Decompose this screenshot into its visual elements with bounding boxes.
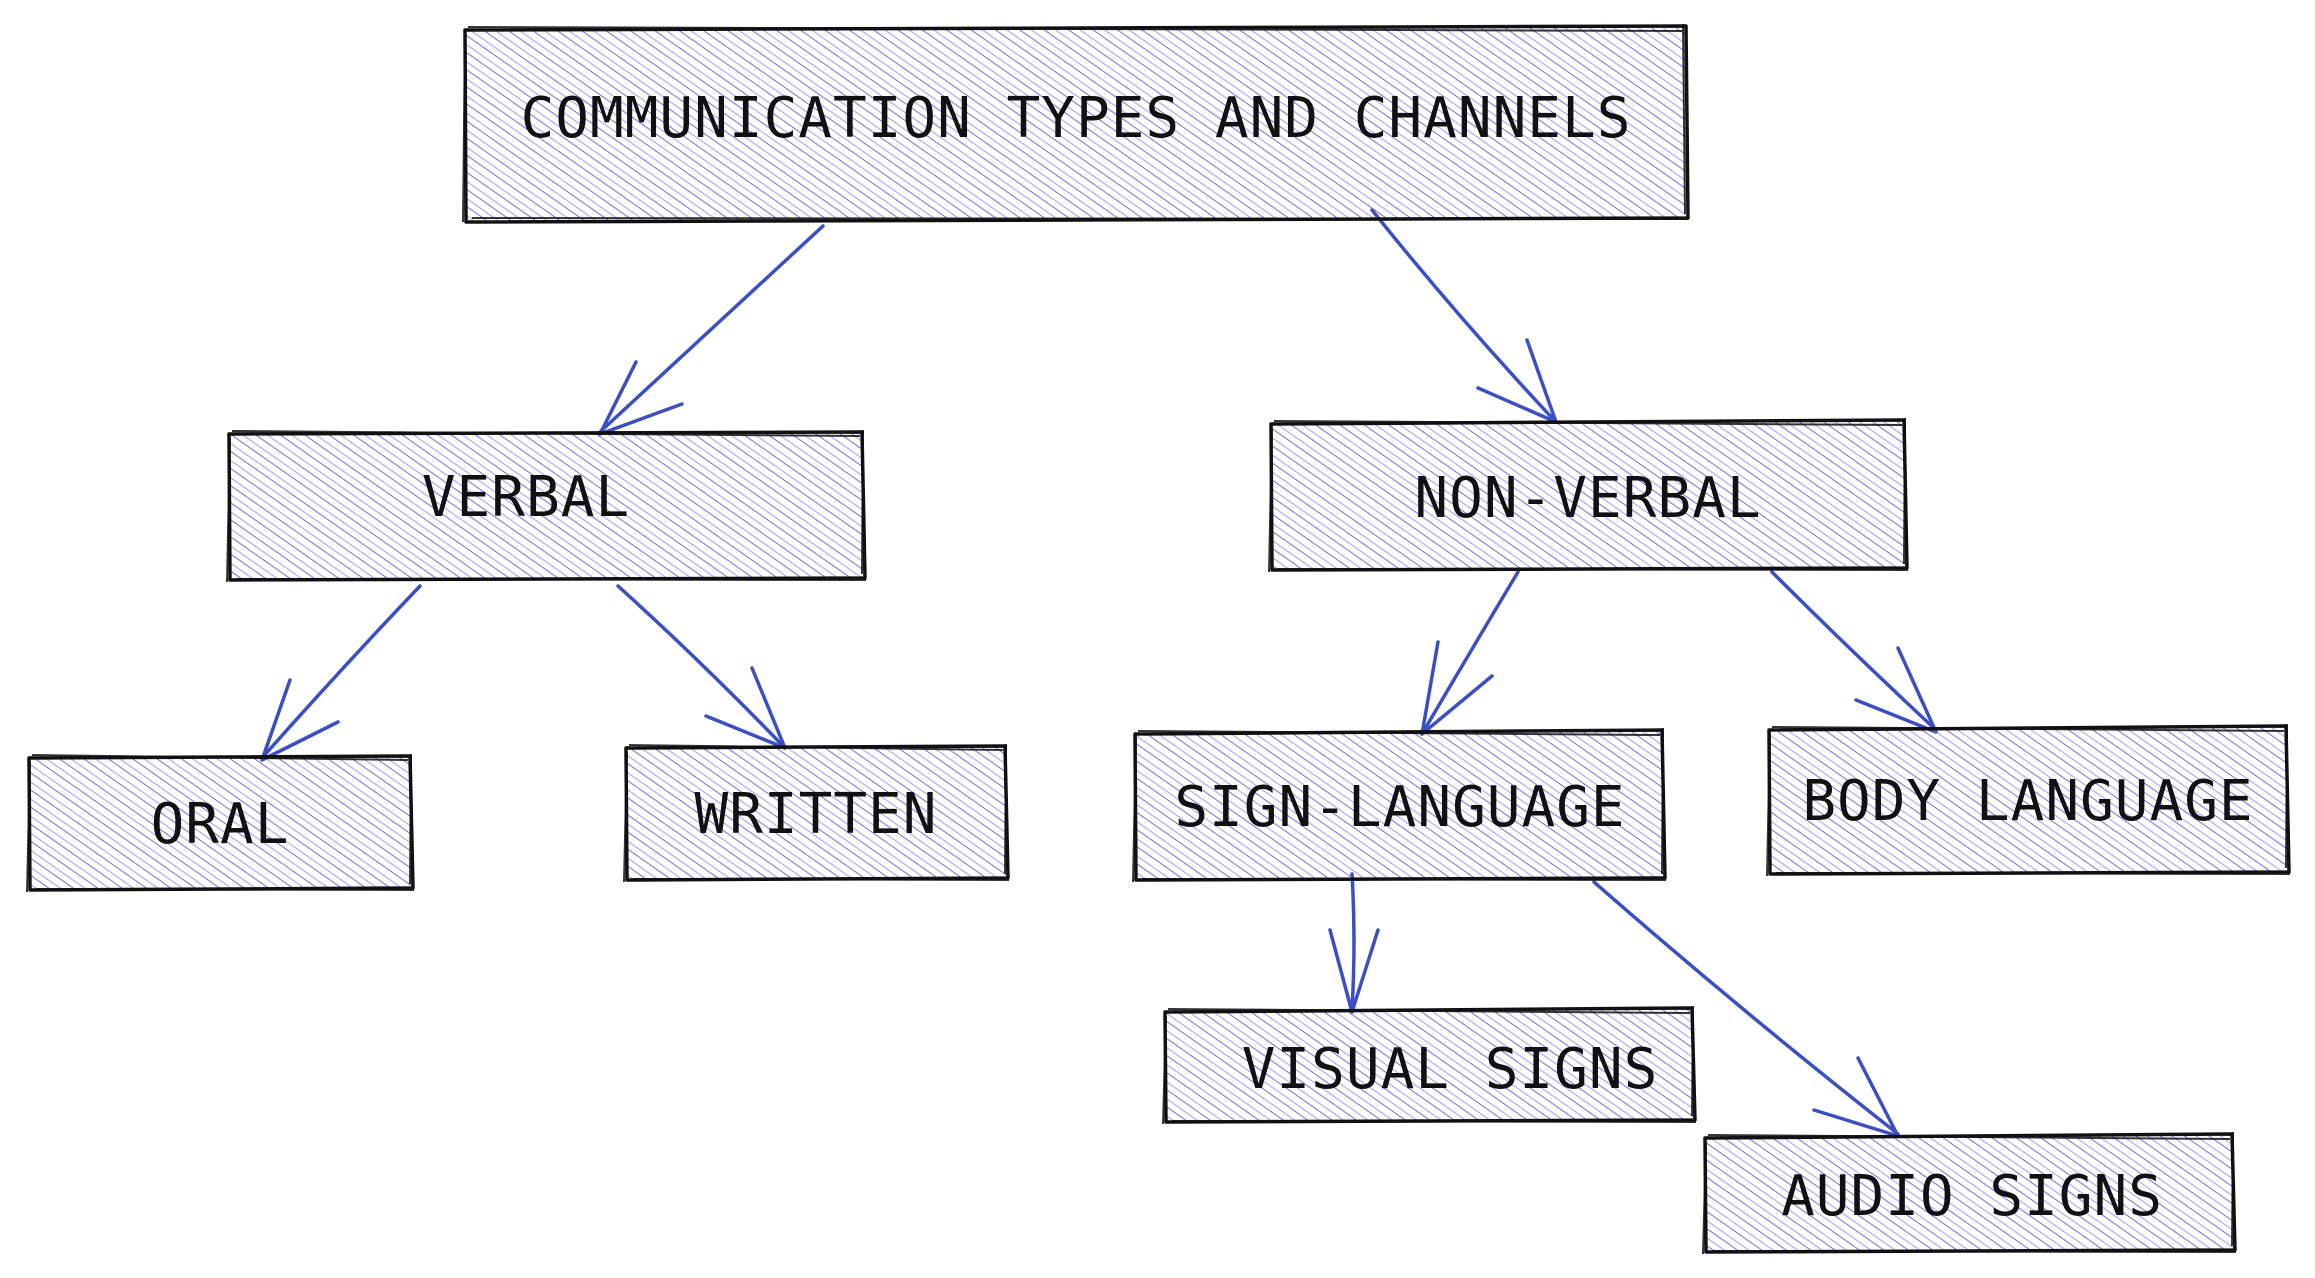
node-bodylanguage[interactable]: BODY LANGUAGE xyxy=(1766,723,2291,877)
node-written[interactable]: WRITTEN xyxy=(623,743,1010,883)
node-root[interactable]: COMMUNICATION TYPES AND CHANNELS xyxy=(462,23,1690,224)
nodes: COMMUNICATION TYPES AND CHANNELS VERBAL … xyxy=(26,23,2291,1255)
node-signlanguage-label: SIGN-LANGUAGE xyxy=(1174,775,1625,840)
node-root-label: COMMUNICATION TYPES AND CHANNELS xyxy=(521,86,1632,151)
node-oral-label: ORAL xyxy=(151,792,290,857)
node-oral[interactable]: ORAL xyxy=(26,753,415,893)
edge-root-to-nonverbal xyxy=(1370,208,1558,424)
node-audiosigns-label: AUDIO SIGNS xyxy=(1781,1164,2163,1229)
edge-nonverbal-to-bodylanguage xyxy=(1770,570,1938,734)
node-bodylanguage-label: BODY LANGUAGE xyxy=(1802,769,2253,834)
edge-signlanguage-to-visualsigns xyxy=(1328,872,1380,1014)
edge-verbal-to-written xyxy=(616,584,787,750)
node-verbal[interactable]: VERBAL xyxy=(226,429,867,583)
node-visualsigns[interactable]: VISUAL SIGNS xyxy=(1162,1005,1697,1125)
edges xyxy=(260,208,1938,1138)
edge-verbal-to-oral xyxy=(260,584,422,762)
node-visualsigns-label: VISUAL SIGNS xyxy=(1242,1037,1659,1102)
node-nonverbal[interactable]: NON-VERBAL xyxy=(1268,417,1909,573)
node-written-label: WRITTEN xyxy=(694,782,937,847)
node-verbal-label: VERBAL xyxy=(422,465,630,530)
node-audiosigns[interactable]: AUDIO SIGNS xyxy=(1702,1131,2237,1255)
edge-root-to-verbal xyxy=(598,224,825,436)
edge-nonverbal-to-signlanguage xyxy=(1420,570,1520,736)
node-nonverbal-label: NON-VERBAL xyxy=(1414,466,1761,531)
node-signlanguage[interactable]: SIGN-LANGUAGE xyxy=(1132,727,1667,883)
